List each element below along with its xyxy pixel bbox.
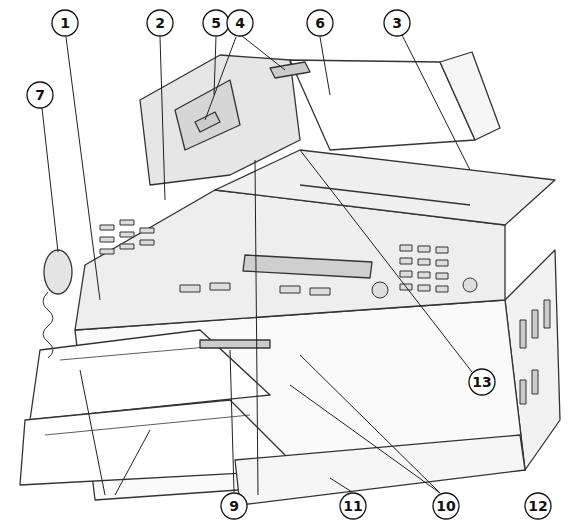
- callout-number: 9: [229, 499, 239, 513]
- callout-number: 2: [155, 16, 165, 30]
- callout-number: 4: [235, 16, 245, 30]
- callout-number: 11: [343, 499, 362, 513]
- callout-circle: [525, 493, 551, 519]
- callout-number: 5: [211, 16, 221, 30]
- callout-circle: [227, 10, 253, 36]
- callout-circle: [203, 10, 229, 36]
- callout-circle: [307, 10, 333, 36]
- callout-number: 6: [315, 16, 325, 30]
- callout-circle: [27, 82, 53, 108]
- callout-circle: [147, 10, 173, 36]
- callout-number: 3: [392, 16, 402, 30]
- callout-circle: [433, 493, 459, 519]
- callout-number: 7: [35, 88, 45, 102]
- callout-circle: [52, 10, 78, 36]
- callout-circle: [221, 493, 247, 519]
- callout-circle: [384, 10, 410, 36]
- callout-number: 1: [60, 16, 70, 30]
- callout-number: 12: [528, 499, 547, 513]
- callout-circle: [469, 369, 495, 395]
- callout-number: 10: [436, 499, 455, 513]
- callout-circle: [340, 493, 366, 519]
- callout-number: 13: [472, 375, 491, 389]
